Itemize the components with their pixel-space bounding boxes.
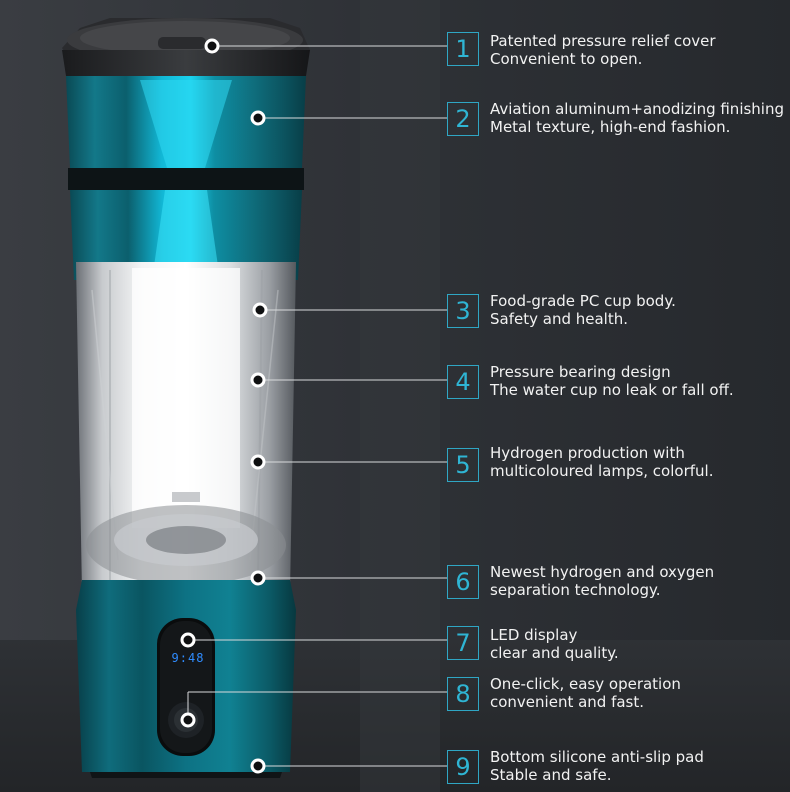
callout-number: 3 xyxy=(447,294,479,328)
callout-subtitle: Safety and health. xyxy=(490,310,628,328)
callout-title: LED display xyxy=(490,626,578,644)
callout-number: 8 xyxy=(447,677,479,711)
callout-8: 8 One-click, easy operation convenient a… xyxy=(0,675,790,715)
callout-number: 6 xyxy=(447,565,479,599)
callout-text: Food-grade PC cup body. Safety and healt… xyxy=(490,292,788,328)
callout-1: 1 Patented pressure relief cover Conveni… xyxy=(0,30,790,70)
callout-number: 2 xyxy=(447,102,479,136)
callout-title: Patented pressure relief cover xyxy=(490,32,716,50)
callout-subtitle: Convenient to open. xyxy=(490,50,643,68)
callout-text: Bottom silicone anti-slip pad Stable and… xyxy=(490,748,788,784)
callout-title: Pressure bearing design xyxy=(490,363,671,381)
callout-text: Patented pressure relief cover Convenien… xyxy=(490,32,788,68)
callout-subtitle: Metal texture, high-end fashion. xyxy=(490,118,731,136)
callout-2: 2 Aviation aluminum+anodizing finishing … xyxy=(0,100,790,140)
callout-text: Hydrogen production with multicoloured l… xyxy=(490,444,788,480)
callout-7: 7 LED display clear and quality. xyxy=(0,624,790,664)
callout-text: Aviation aluminum+anodizing finishing Me… xyxy=(490,100,788,136)
callout-title: One-click, easy operation xyxy=(490,675,681,693)
callout-subtitle: The water cup no leak or fall off. xyxy=(490,381,734,399)
led-display: 9:48 xyxy=(171,651,205,665)
callout-number: 9 xyxy=(447,750,479,784)
callout-title: Bottom silicone anti-slip pad xyxy=(490,748,704,766)
callout-3: 3 Food-grade PC cup body. Safety and hea… xyxy=(0,292,790,332)
callout-title: Food-grade PC cup body. xyxy=(490,292,676,310)
callout-6: 6 Newest hydrogen and oxygen separation … xyxy=(0,563,790,603)
callout-subtitle: multicoloured lamps, colorful. xyxy=(490,462,714,480)
callout-text: Newest hydrogen and oxygen separation te… xyxy=(490,563,788,599)
callout-text: Pressure bearing design The water cup no… xyxy=(490,363,788,399)
callout-number: 5 xyxy=(447,448,479,482)
callout-number: 1 xyxy=(447,32,479,66)
callout-4: 4 Pressure bearing design The water cup … xyxy=(0,363,790,403)
callout-subtitle: clear and quality. xyxy=(490,644,619,662)
callout-subtitle: Stable and safe. xyxy=(490,766,612,784)
callout-subtitle: separation technology. xyxy=(490,581,661,599)
callout-9: 9 Bottom silicone anti-slip pad Stable a… xyxy=(0,748,790,788)
callout-subtitle: convenient and fast. xyxy=(490,693,645,711)
callout-5: 5 Hydrogen production with multicoloured… xyxy=(0,444,790,486)
callout-title: Newest hydrogen and oxygen xyxy=(490,563,715,581)
callout-number: 4 xyxy=(447,365,479,399)
callout-title: Aviation aluminum+anodizing finishing xyxy=(490,100,785,118)
callout-text: LED display clear and quality. xyxy=(490,626,788,662)
callout-title: Hydrogen production with xyxy=(490,444,685,462)
callout-text: One-click, easy operation convenient and… xyxy=(490,675,788,711)
callout-number: 7 xyxy=(447,626,479,660)
